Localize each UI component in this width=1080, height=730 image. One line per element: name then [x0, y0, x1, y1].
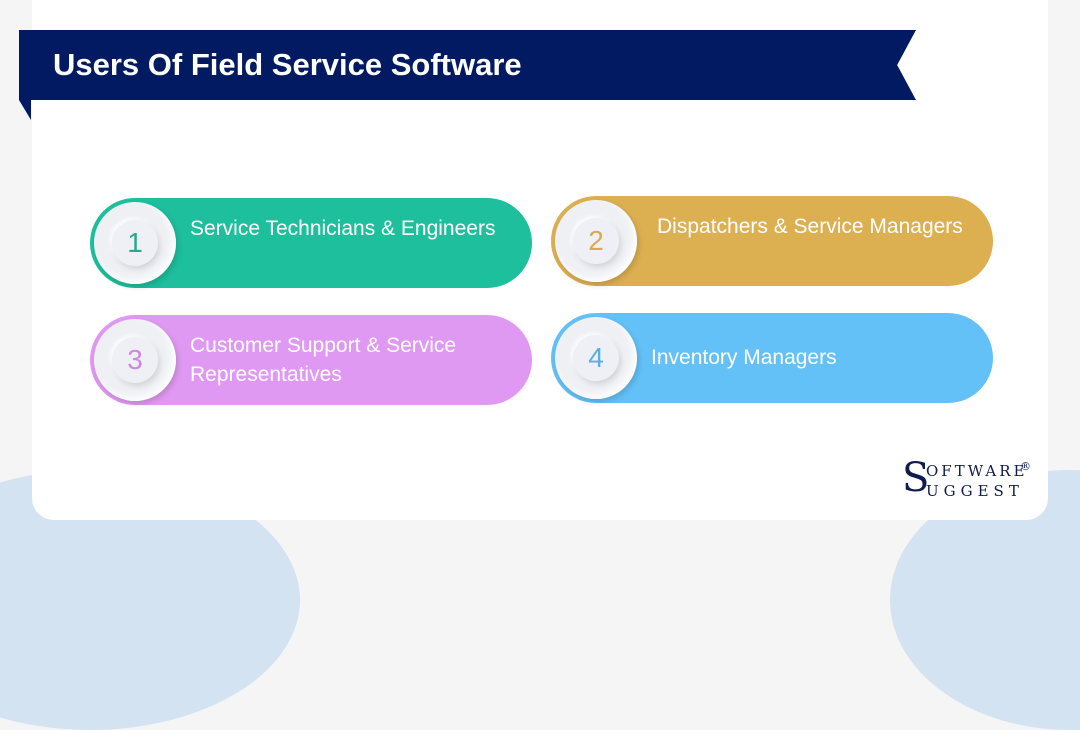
user-item-2: 2 Dispatchers & Service Managers	[551, 196, 993, 286]
page-title: Users Of Field Service Software	[53, 47, 522, 82]
number: 3	[112, 337, 158, 383]
number-badge: 3	[94, 319, 176, 401]
banner-fold	[19, 100, 31, 120]
title-banner	[19, 30, 916, 100]
logo-line2: UGGEST	[926, 482, 1024, 500]
user-item-4: 4 Inventory Managers	[551, 313, 993, 403]
number-badge: 2	[555, 200, 637, 282]
number: 2	[573, 218, 619, 264]
user-item-3: 3 Customer Support & Service Representat…	[90, 315, 532, 405]
registered-mark: ®	[1020, 460, 1031, 473]
logo-initial: S	[902, 455, 930, 501]
number-badge: 4	[555, 317, 637, 399]
number: 1	[112, 220, 158, 266]
item-label: Inventory Managers	[651, 346, 837, 369]
item-label: Service Technicians & Engineers	[190, 217, 496, 240]
item-label: Customer Support & Service Representativ…	[190, 334, 457, 386]
item-label: Dispatchers & Service Managers	[657, 215, 963, 238]
number-badge: 1	[94, 202, 176, 284]
logo-line1: OFTWARE	[926, 462, 1028, 480]
user-item-1: 1 Service Technicians & Engineers	[90, 198, 532, 288]
number: 4	[573, 335, 619, 381]
